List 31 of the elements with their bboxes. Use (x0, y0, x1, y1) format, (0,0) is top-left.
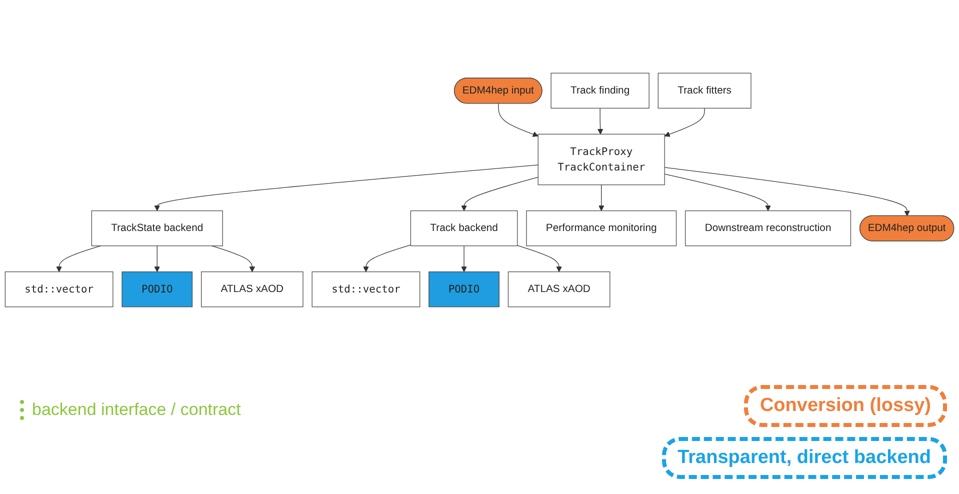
arrow (664, 174, 771, 212)
node-box (91, 210, 223, 246)
arrow (598, 184, 604, 212)
node-box (658, 72, 752, 109)
node-box (538, 134, 665, 186)
node-box (526, 210, 677, 246)
arrow (664, 108, 705, 137)
arrow (597, 108, 604, 134)
arrow (363, 244, 412, 272)
node-box (312, 271, 420, 308)
node-box (508, 271, 610, 308)
legend-entry: Conversion (lossy) (744, 385, 947, 427)
arrow (211, 246, 256, 272)
arrow (154, 164, 538, 212)
node-box (122, 271, 193, 308)
node-box (685, 210, 852, 246)
arrow (517, 245, 562, 272)
arrow (461, 176, 538, 212)
flowchart: EDM4hep input Track finding Track fitters TrackProxy TrackContainer TrackState backend Track backend Performance monitoring Downstream reconstruction EDM4hep output std::vector PODIO ATLAS xAOD std::vector PODIO ATLAS xAOD (0, 0, 959, 380)
arrow (461, 246, 467, 272)
arrow (498, 103, 538, 137)
arrow (154, 246, 160, 272)
node-box (428, 271, 500, 308)
node-box (201, 271, 304, 308)
node-box (550, 72, 650, 109)
arrow (664, 167, 910, 216)
node-box (410, 210, 518, 246)
arrow (56, 246, 102, 272)
node-box (4, 271, 114, 308)
boundary-label: backend interface / contract (20, 400, 241, 420)
legend-entry: Transparent, direct backend (662, 437, 947, 479)
